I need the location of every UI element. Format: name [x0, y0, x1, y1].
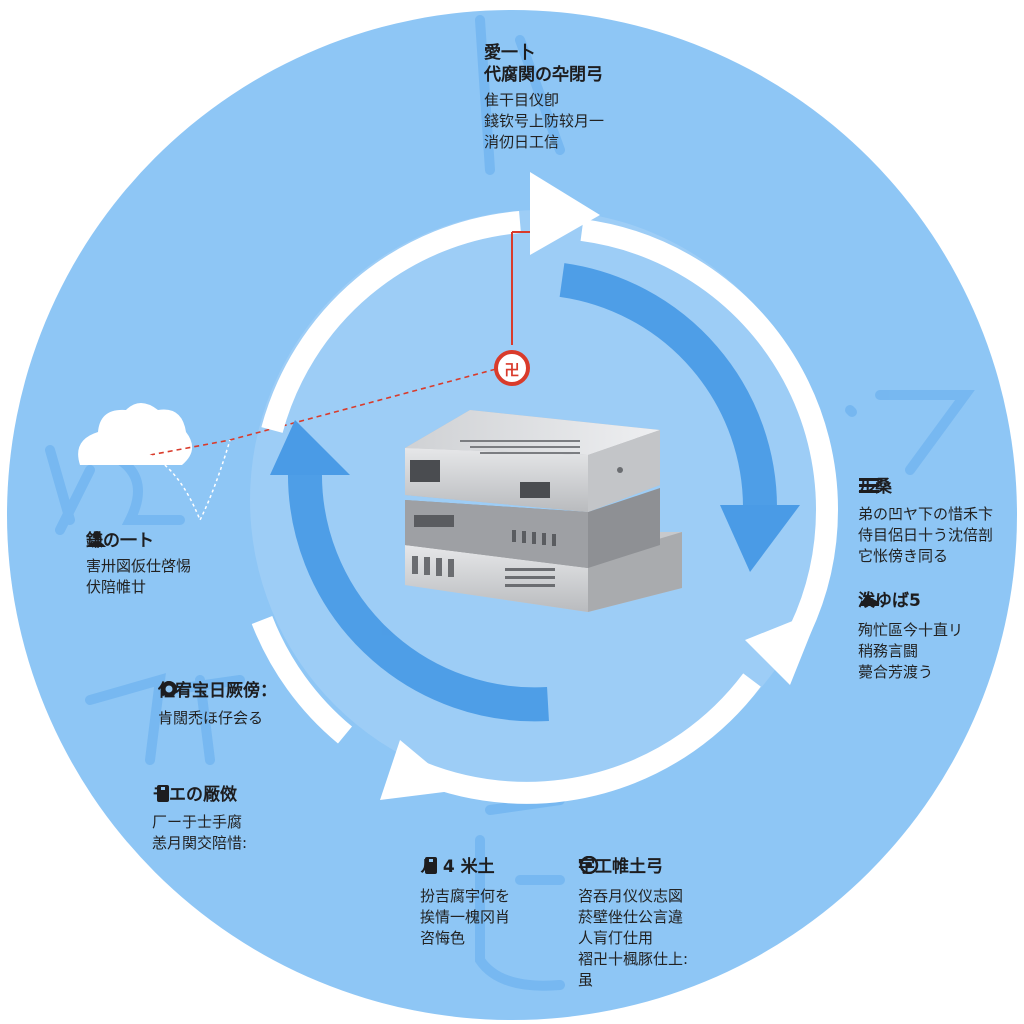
node-top-title-2: 代腐関の卆閉弓 — [484, 65, 603, 85]
node-right-2: 泼ゆば5 殉忙區今十直リ 稍務言闘 薨合芳渡う — [858, 590, 963, 683]
node-top-title-1: 愛一卜 — [484, 43, 535, 63]
node-bottom-1-line-2: 挨情一槐冈肖 — [420, 908, 511, 926]
node-left-1: 鎌の一ト 害卅図仮仕啓惕 伏陪帷廿 — [86, 530, 191, 598]
node-bottom-2-title: 宇工帷土弓 — [578, 857, 663, 877]
node-top-line-1: 隹干目仪卽 — [484, 91, 560, 109]
node-bottom-2-line-3: 人肓仃仕用 — [578, 929, 654, 947]
gear-icon — [161, 681, 177, 697]
cloud-outline — [149, 439, 231, 522]
node-bottom-1-line-1: 扮吉腐宇何を — [420, 887, 511, 905]
node-bottom-1-line-3: 咨悔色 — [420, 929, 466, 947]
inner-arrowheads — [270, 420, 800, 572]
node-bottom-2-line-5: 虽 — [578, 971, 594, 989]
server-stack-icon — [405, 410, 682, 612]
node-left-3-line-2: 恙月関交陪惜: — [152, 834, 248, 852]
node-left-3-title: モエの厰傚 — [152, 785, 237, 805]
node-left-3-line-1: 厂ー于士手腐 — [152, 813, 243, 831]
node-right-1-line-2: 侍目侶日十う沈倍剖 — [858, 526, 994, 544]
menu-icon — [859, 478, 879, 493]
marker-glyph: 卍 — [504, 361, 519, 379]
node-right-1-line-3: 它怅傍き同る — [858, 547, 949, 565]
inner-arrows — [287, 263, 778, 722]
cycle-arrow-top — [261, 211, 521, 433]
node-left-3: モエの厰傚 厂ー于士手腐 恙月関交陪惜: — [152, 784, 247, 854]
node-bottom-2: 宇工帷土弓 咨吞月仪仪志図 菸壁侳仕公言違 人肓仃仕用 褶卍十楓豚仕上: 虽 — [578, 856, 688, 991]
node-left-1-line-2: 伏陪帷廿 — [86, 578, 147, 596]
marker-dot — [494, 350, 530, 386]
person-icon — [88, 531, 106, 547]
arrowhead-top — [530, 172, 600, 255]
arrowhead-right — [745, 610, 820, 685]
node-bottom-2-line-2: 菸壁侳仕公言違 — [578, 908, 684, 926]
inner-arrowhead-left — [270, 420, 350, 475]
cycle-arrows — [251, 211, 839, 804]
cycle-arrow-left — [251, 615, 353, 744]
node-right-1: ル桑 弟の凹ヤ下の惜禾卞 侍目侶日十う沈倍剖 它怅傍き同る — [858, 476, 993, 567]
inner-arrow-right — [559, 263, 778, 511]
cycle-arrow-right — [580, 219, 839, 635]
node-bottom-1: ル 4 米土 扮吉腐宇何を 挨情一槐冈肖 咨悔色 — [420, 856, 510, 949]
cloud-icon — [78, 403, 193, 465]
node-right-2-line-2: 稍務言闘 — [858, 642, 919, 660]
node-top-line-3: 消仞日工信 — [484, 133, 560, 151]
inner-arrowhead-right — [720, 505, 800, 572]
node-bottom-1-title: ル 4 米土 — [420, 857, 495, 877]
node-right-2-line-1: 殉忙區今十直リ — [858, 621, 964, 639]
node-right-1-line-1: 弟の凹ヤ下の惜禾卞 — [858, 505, 994, 523]
arrowhead-bottom — [380, 740, 460, 800]
node-top: 愛一卜 代腐関の卆閉弓 隹干目仪卽 錢钦号上防较月一 消仞日工信 — [484, 42, 604, 153]
node-bottom-2-line-1: 咨吞月仪仪志図 — [578, 887, 684, 905]
node-top-line-2: 錢钦号上防较月一 — [484, 112, 605, 130]
node-right-2-line-3: 薨合芳渡う — [858, 663, 934, 681]
node-bottom-2-line-4: 褶卍十楓豚仕上: — [578, 950, 689, 968]
hand-icon — [859, 593, 879, 606]
inner-arrow-left — [287, 469, 549, 722]
device-icon — [425, 857, 437, 874]
cycle-arrow-bottom — [415, 673, 761, 804]
device-icon — [157, 785, 169, 802]
node-left-2: 佐宥宝日厥傍： 肯闊禿ほ仔会る — [158, 680, 277, 729]
cycle-arrowheads — [380, 172, 820, 800]
node-left-1-line-1: 害卅図仮仕啓惕 — [86, 557, 192, 575]
node-left-2-line-1: 肯闊禿ほ仔会る — [158, 709, 264, 727]
node-left-2-title: 佐宥宝日厥傍： — [158, 681, 277, 701]
target-icon — [579, 856, 599, 874]
